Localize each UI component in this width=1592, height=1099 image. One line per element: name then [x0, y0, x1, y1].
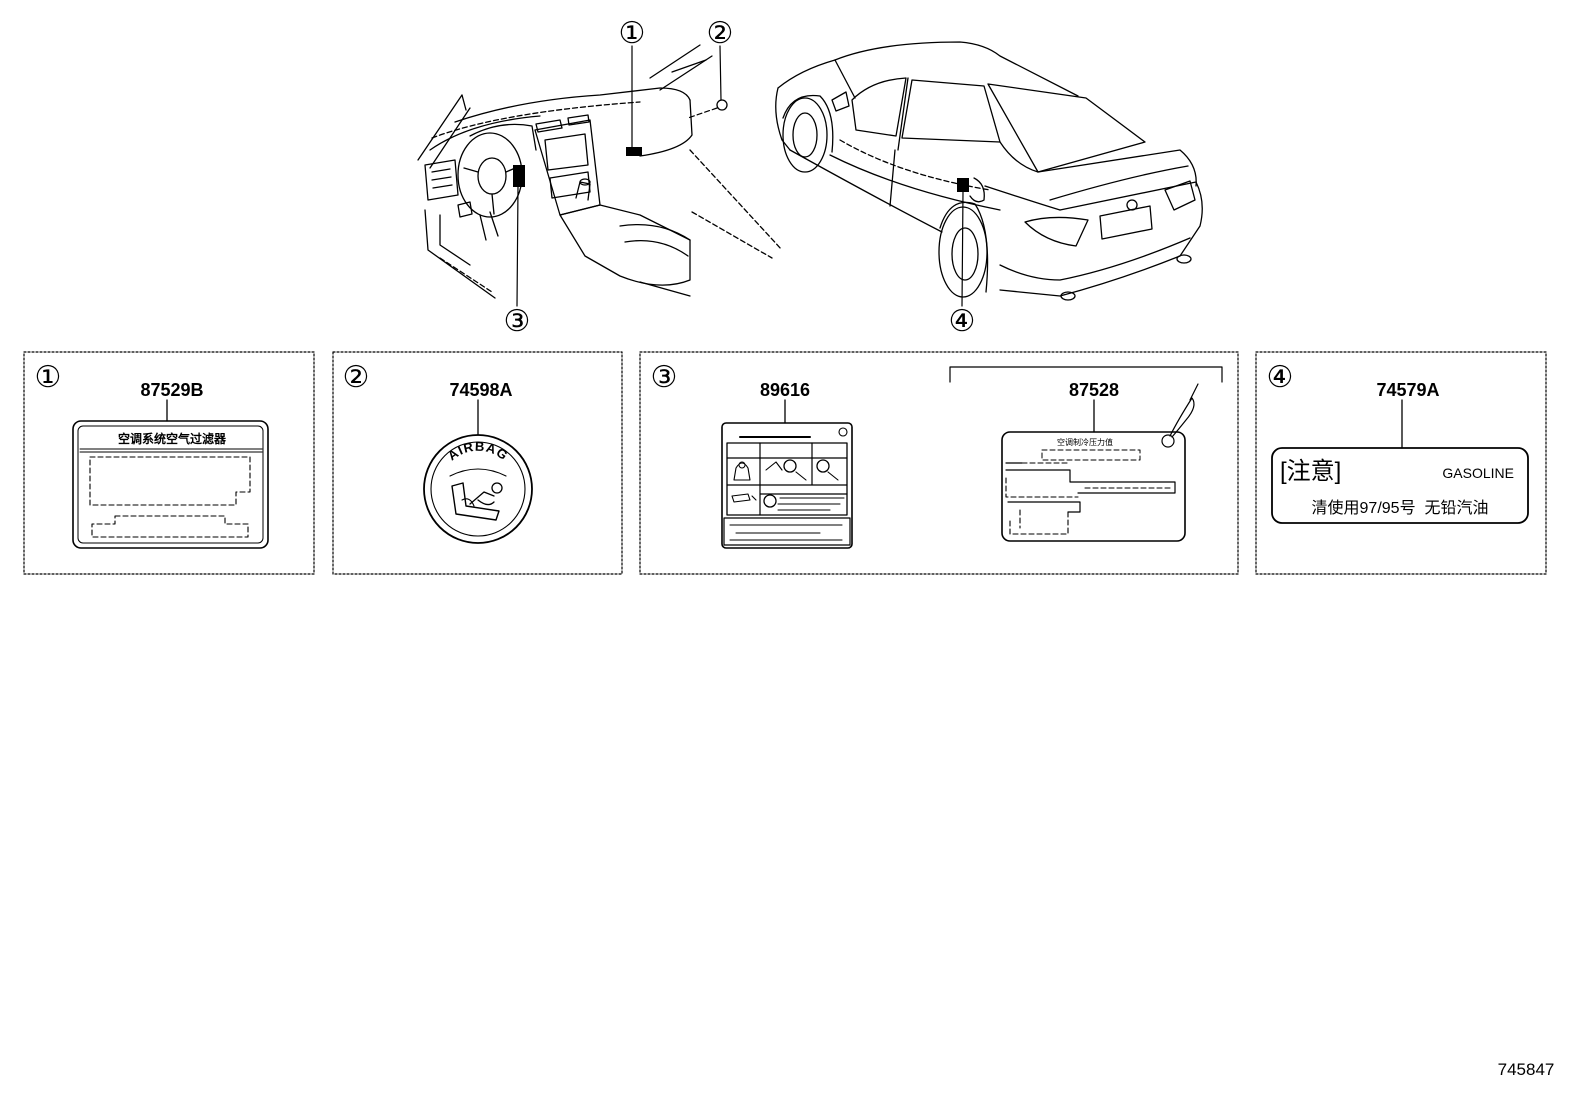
panel-3-index: ③ [651, 360, 678, 395]
callout-1[interactable]: ① [619, 16, 646, 51]
panel-3-border [639, 351, 1239, 575]
callout-2[interactable]: ② [707, 16, 734, 51]
panel-3: ③ 89616 87528 空调制冷压力值 [639, 351, 1239, 575]
label-74579A-location-marker [957, 178, 969, 192]
panel-1-border [23, 351, 315, 575]
illustration-number: 745847 [1498, 1060, 1555, 1079]
panel-4-index: ④ [1267, 360, 1294, 395]
label-89616-location-marker [513, 165, 525, 187]
exterior-car-illustration [775, 41, 1203, 301]
label-87528-header: 空调制冷压力值 [1057, 437, 1113, 447]
callout-3[interactable]: ③ [504, 304, 531, 339]
airbag-deploy-lines [449, 468, 507, 507]
part-number-74598A[interactable]: 74598A [449, 380, 512, 400]
hang-tag-string [1169, 383, 1199, 438]
label-87529B-header: 空调系统空气过滤器 [118, 431, 227, 446]
panel-4-border [1255, 351, 1547, 575]
label-87528-illustration: 空调制冷压力值 [1001, 383, 1199, 542]
label-89616-illustration [721, 422, 853, 549]
callout-3-leader [516, 186, 519, 307]
panel-2-border [332, 351, 623, 575]
fuel-label-instruction: 清使用97/95号 无铅汽油 [1312, 499, 1489, 517]
label-74598A-location-marker [716, 99, 728, 111]
panel-1-index: ① [35, 360, 62, 395]
part-number-87528[interactable]: 87528 [1069, 380, 1119, 400]
fuel-label-caution: [注意] [1280, 458, 1341, 485]
fuel-label-type: GASOLINE [1442, 465, 1514, 481]
part-number-87529B[interactable]: 87529B [140, 380, 203, 400]
part-number-89616[interactable]: 89616 [760, 380, 810, 400]
callout-4[interactable]: ④ [949, 304, 976, 339]
callout-2-hidden-leader [687, 107, 718, 119]
callout-4-leader [961, 191, 964, 307]
seat-icon [451, 482, 500, 521]
label-87529B-location-marker [626, 147, 642, 156]
panel-3-bracket [949, 366, 1223, 383]
part-number-74579A[interactable]: 74579A [1376, 380, 1439, 400]
panel-1: ① 87529B 空调系统空气过滤器 [23, 351, 315, 575]
occupant-head-icon [491, 482, 503, 494]
occupant-icon [469, 491, 495, 506]
label-74579A-illustration: [注意] GASOLINE 清使用97/95号 无铅汽油 [1271, 447, 1529, 524]
panel-2-index: ② [343, 360, 370, 395]
interior-dashboard-illustration [417, 44, 783, 299]
panel-4: ④ 74579A [注意] GASOLINE 清使用97/95号 无铅汽油 [1255, 351, 1547, 575]
label-87529B-illustration: 空调系统空气过滤器 [72, 420, 269, 549]
hang-tag-hole [1161, 434, 1175, 448]
callout-2-leader [719, 45, 722, 101]
